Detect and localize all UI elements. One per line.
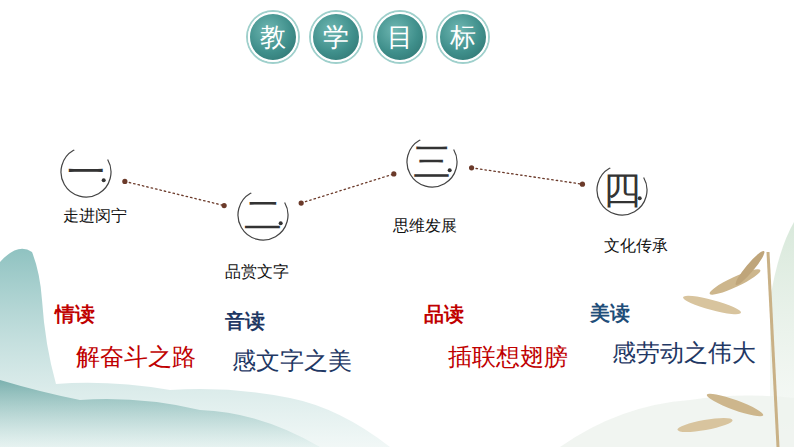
step-title: 品赏文字 — [225, 262, 289, 281]
goal-text: 感劳动之伟大 — [612, 339, 756, 368]
step-title: 走进闵宁 — [63, 206, 127, 225]
connector-group — [299, 171, 397, 205]
mountain — [0, 380, 320, 447]
step-numeral: 一 — [67, 153, 105, 191]
bamboo-stem — [768, 252, 778, 447]
dotted-connector — [125, 181, 224, 205]
title-badge: 目 — [375, 12, 425, 62]
title-char: 学 — [323, 24, 349, 50]
bamboo-leaf — [677, 415, 734, 435]
dotted-connector — [301, 174, 394, 203]
bamboo-leaf — [705, 390, 765, 420]
bamboo-leaf — [682, 292, 743, 317]
connector-dot — [122, 179, 127, 184]
reading-mode: 情读 — [55, 302, 95, 326]
mountain — [0, 249, 390, 447]
step-numeral: 二 — [244, 196, 282, 234]
connector-dot — [391, 171, 396, 176]
title-badge: 教 — [248, 12, 298, 62]
connector-group — [469, 165, 585, 187]
circle-arc — [406, 136, 458, 188]
connector-dot — [222, 203, 227, 208]
title-char: 目 — [387, 24, 413, 50]
goal-text: 插联想翅膀 — [448, 343, 568, 372]
step-numeral: 四 — [603, 171, 641, 209]
bamboo-leaf — [708, 266, 763, 299]
mist — [560, 395, 794, 447]
title-badge: 学 — [311, 12, 361, 62]
step-circle: 三思维发展 — [406, 136, 458, 188]
goal-text: 感文字之美 — [232, 347, 352, 376]
step-title: 思维发展 — [393, 216, 457, 235]
circle-arc — [596, 164, 648, 216]
reading-mode: 品读 — [424, 302, 464, 326]
step-circle: 二品赏文字 — [237, 189, 289, 241]
title-char: 教 — [260, 24, 286, 50]
connector-dot — [299, 200, 304, 205]
connector-dot — [469, 165, 474, 170]
reading-mode: 音读 — [225, 309, 265, 333]
goal-text: 解奋斗之路 — [76, 343, 196, 372]
circle-arc — [60, 146, 112, 198]
dotted-connector — [472, 168, 583, 184]
bamboo-leaf — [733, 249, 767, 288]
step-circle: 四文化传承 — [596, 164, 648, 216]
title-badge: 标 — [438, 12, 488, 62]
title-char: 标 — [450, 24, 476, 50]
step-title: 文化传承 — [604, 236, 668, 255]
circle-arc — [237, 189, 289, 241]
connector-dot — [580, 182, 585, 187]
connector-group — [122, 179, 226, 208]
step-circle: 一走进闵宁 — [60, 146, 112, 198]
reading-mode: 美读 — [590, 301, 630, 325]
step-numeral: 三 — [413, 143, 451, 181]
